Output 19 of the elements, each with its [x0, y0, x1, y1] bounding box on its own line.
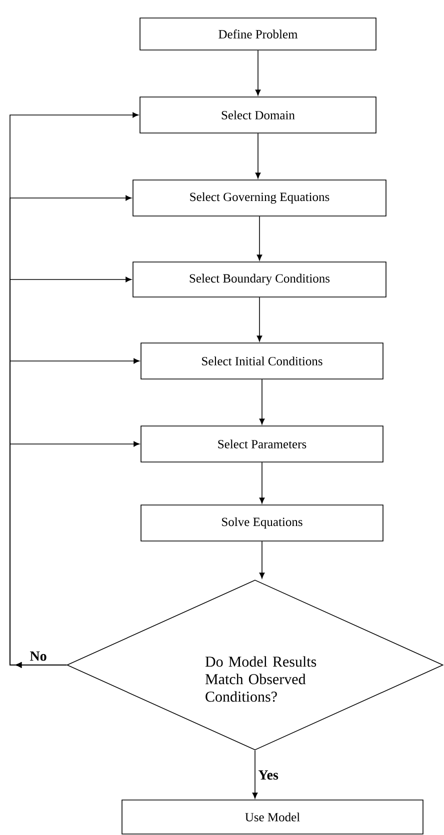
arrow [252, 750, 258, 799]
process-box: Select Parameters [140, 426, 384, 462]
edge-label: Yes [257, 769, 280, 781]
arrow [259, 462, 265, 504]
edge-label: No [28, 650, 48, 662]
arrow [255, 50, 261, 96]
process-box: Select Initial Conditions [140, 342, 384, 380]
process-box: Solve Equations [140, 504, 384, 542]
arrow [259, 541, 265, 579]
arrow [256, 216, 262, 261]
arrow [255, 133, 261, 179]
process-box: Define Problem [140, 18, 376, 50]
process-box: Select Domain [140, 96, 376, 134]
process-box: Use Model [122, 800, 424, 834]
arrow [10, 441, 140, 668]
arrow [259, 379, 265, 425]
process-box: Select Governing Equations [132, 180, 386, 216]
process-box: Select Boundary Conditions [132, 262, 386, 298]
arrow [256, 297, 262, 342]
